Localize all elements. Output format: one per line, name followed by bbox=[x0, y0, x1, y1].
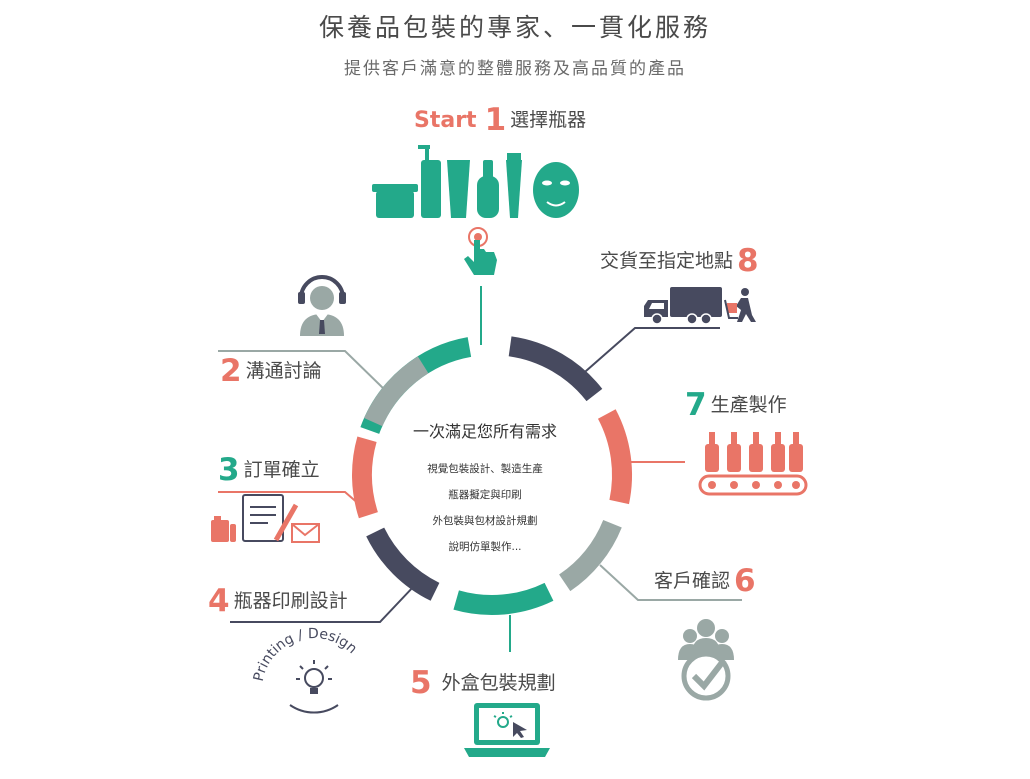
step-5-label: 5 外盒包裝規劃 bbox=[410, 668, 560, 699]
headset-agent-icon bbox=[298, 275, 346, 336]
face-mask-icon bbox=[542, 180, 570, 207]
ring-segment-6 bbox=[558, 519, 622, 592]
connector-2 bbox=[218, 350, 386, 391]
conveyor-bottles-icon bbox=[698, 432, 808, 496]
step-3-text: 訂單確立 bbox=[243, 459, 320, 481]
step-5-text: 外盒包裝規劃 bbox=[441, 672, 556, 694]
ring-segment-5 bbox=[453, 582, 554, 615]
ring-segment-4 bbox=[366, 527, 440, 601]
ring-segment-2 bbox=[364, 356, 429, 427]
delivery-truck-icon bbox=[644, 287, 756, 325]
step-7-number: 7 bbox=[685, 387, 707, 423]
step-1-number: 1 bbox=[484, 102, 507, 138]
production-bottle-4 bbox=[771, 444, 785, 472]
center-item-2: 瓶器擬定與印刷 bbox=[448, 489, 522, 501]
production-bottle-neck-5 bbox=[793, 432, 799, 445]
production-bottle-neck-4 bbox=[775, 432, 781, 445]
step-2-number: 2 bbox=[220, 353, 242, 389]
production-bottle-3 bbox=[749, 444, 763, 472]
center-title: 一次滿足您所有需求 bbox=[412, 422, 557, 441]
step-4-text: 瓶器印刷設計 bbox=[233, 590, 348, 612]
start-label: Start bbox=[414, 107, 477, 133]
connector-3 bbox=[218, 491, 361, 506]
step-6-number: 6 bbox=[734, 563, 756, 599]
production-bottle-5 bbox=[789, 444, 803, 472]
production-bottle-neck-3 bbox=[753, 432, 759, 445]
ring-segment-8 bbox=[508, 336, 603, 402]
step-8-text: 交貨至指定地點 bbox=[600, 250, 734, 272]
connector-6 bbox=[599, 564, 742, 601]
center-summary: 一次滿足您所有需求 視覺包裝設計、製造生產 瓶器擬定與印刷 外包裝與包材設計規劃… bbox=[400, 418, 570, 560]
step-7-text: 生產製作 bbox=[710, 394, 787, 416]
tap-hand-icon bbox=[464, 227, 497, 275]
customer-check-icon bbox=[678, 619, 734, 701]
step-4-number: 4 bbox=[208, 583, 230, 619]
bottles-icon bbox=[372, 145, 579, 218]
center-item-1: 視覺包裝設計、製造生產 bbox=[427, 463, 543, 475]
production-bottle-2 bbox=[727, 444, 741, 472]
step-3-number: 3 bbox=[218, 452, 240, 488]
page-title: 保養品包裝的專家、一貫化服務 bbox=[318, 13, 711, 42]
step-5-number: 5 bbox=[410, 665, 432, 701]
printing-design-icon: Printing / Design bbox=[251, 626, 360, 714]
ring-segment-3 bbox=[352, 436, 378, 519]
step-8-number: 8 bbox=[737, 243, 759, 279]
laptop-icon bbox=[464, 703, 550, 757]
connector-4 bbox=[230, 584, 416, 623]
order-documents-icon bbox=[211, 494, 320, 543]
step-2-text: 溝通討論 bbox=[245, 360, 322, 382]
center-item-4: 說明仿單製作... bbox=[448, 541, 522, 553]
production-bottle-neck-1 bbox=[709, 432, 715, 445]
production-bottle-1 bbox=[705, 444, 719, 472]
step-6-text: 客戶確認 bbox=[654, 570, 731, 592]
production-bottle-neck-2 bbox=[731, 432, 737, 445]
connector-8 bbox=[577, 327, 720, 379]
center-item-3: 外包裝與包材設計規劃 bbox=[432, 515, 538, 527]
ring-segment-7 bbox=[597, 409, 633, 505]
step-1-text: 選擇瓶器 bbox=[510, 109, 587, 131]
page-subtitle: 提供客戶滿意的整體服務及高品質的產品 bbox=[344, 59, 686, 79]
cycle-ring bbox=[352, 336, 633, 615]
